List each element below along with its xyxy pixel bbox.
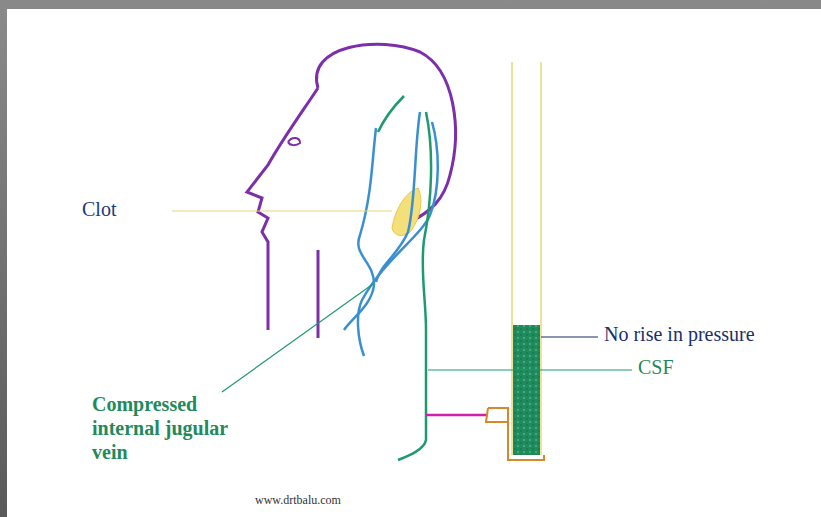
- leader-line: [172, 210, 392, 211]
- slide-panel: [7, 9, 821, 517]
- lumbar-needle: [426, 414, 488, 417]
- clot-label: Clot: [82, 198, 116, 221]
- face-profile: [247, 88, 318, 330]
- leader-line: [222, 284, 373, 392]
- watermark: www.drtbalu.com: [255, 493, 341, 508]
- csf-pathway: [378, 96, 404, 132]
- csf-pathway: [398, 112, 431, 460]
- manometer-wall: [511, 62, 513, 455]
- vein-branch: [376, 112, 420, 282]
- manometer-wall: [540, 62, 542, 455]
- manometer-base: [486, 408, 544, 460]
- clot: [392, 188, 421, 235]
- eye: [288, 138, 300, 145]
- leader-line: [428, 369, 632, 370]
- pressure-label: No rise in pressure: [604, 323, 755, 346]
- csf-column: [513, 325, 540, 455]
- leader-line: [541, 336, 598, 337]
- internal-jugular-vein: [344, 128, 376, 330]
- vein-label: Compressed internal jugular vein: [92, 392, 242, 464]
- csf-label: CSF: [638, 356, 674, 379]
